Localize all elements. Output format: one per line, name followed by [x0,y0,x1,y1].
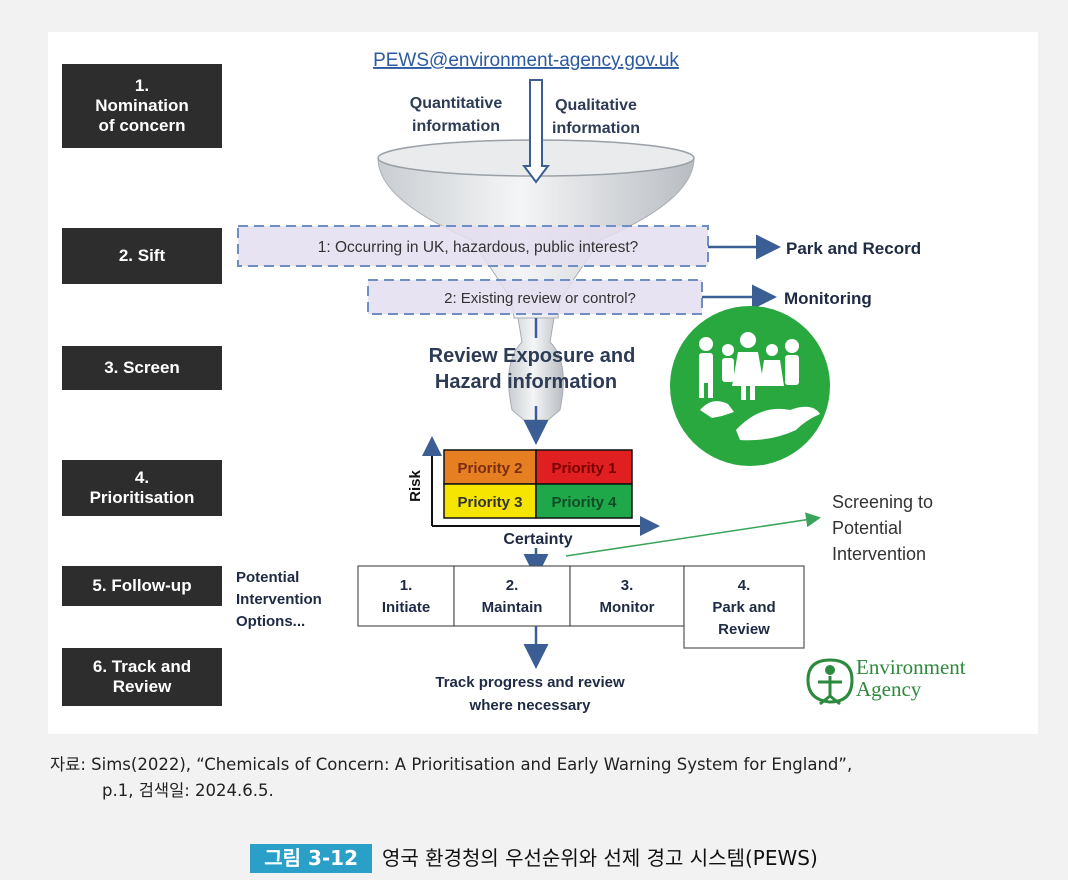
environment-agency-logo-text: Environment Agency [856,656,966,700]
sift-question-2 [367,279,703,315]
stage-follow-up: 5. Follow-up [62,566,222,606]
priority-3-cell [443,483,537,519]
track-text-1: Track progress and review [435,674,625,691]
option-1-number: 1. [400,577,413,594]
stage-screen: 3. Screen [62,346,222,390]
option-maintain [453,565,571,627]
sift-question-1 [237,225,709,267]
source-citation: 자료: Sims(2022), “Chemicals of Concern: A… [50,752,1040,804]
qualitative-label-1: Qualitative [555,97,637,114]
community-circle-icon [670,306,830,466]
option-2-number: 2. [506,577,519,594]
priority-2-label: Priority 2 [457,460,522,477]
certainty-axis-label: Certainty [503,531,572,548]
priority-4-cell [535,483,633,519]
priority-1-label: Priority 1 [551,460,616,477]
quantitative-label-2: information [412,118,500,135]
option-initiate [357,565,455,627]
stage-nomination: 1. Nomination of concern [62,64,222,148]
stage-track-review: 6. Track and Review [62,648,222,706]
logo-text-line-2: Agency [856,677,922,701]
source-line-1: 자료: Sims(2022), “Chemicals of Concern: A… [50,755,853,774]
option-4-label-1: Park and [712,599,775,616]
screening-note-1: Screening to [832,492,933,512]
option-monitor [569,565,685,627]
screening-note-2: Potential [832,518,902,538]
qualitative-label-2: information [552,120,640,137]
monitoring-label: Monitoring [784,289,872,308]
option-4-label-2: Review [718,621,770,638]
quantitative-label-1: Quantitative [410,95,503,112]
option-park-review [683,565,805,649]
sift-question-1-text: 1: Occurring in UK, hazardous, public in… [318,239,639,256]
option-1-label: Initiate [382,599,430,616]
risk-axis-label: Risk [407,470,424,502]
sift-question-2-text: 2: Existing review or control? [444,290,636,307]
options-lead-1: Potential [236,569,299,586]
stage-prioritisation: 4. Prioritisation [62,460,222,516]
source-line-2: p.1, 검색일: 2024.6.5. [102,781,274,800]
input-arrow [522,79,550,184]
figure-caption: 그림 3-12 영국 환경청의 우선순위와 선제 경고 시스템(PEWS) [0,842,1068,873]
option-2-label: Maintain [482,599,543,616]
screen-text-1: Review Exposure and [429,345,636,367]
priority-4-label: Priority 4 [551,494,617,511]
environment-agency-logo-icon [806,658,854,706]
pews-email-link[interactable]: PEWS@environment-agency.gov.uk [373,50,679,71]
priority-3-label: Priority 3 [457,494,522,511]
option-4-number: 4. [738,577,751,594]
logo-text-line-1: Environment [856,655,966,679]
option-3-number: 3. [621,577,634,594]
park-record-label: Park and Record [786,239,921,258]
options-lead-2: Intervention [236,591,322,608]
figure-title: 영국 환경청의 우선순위와 선제 경고 시스템(PEWS) [382,846,818,870]
screening-note-3: Intervention [832,544,926,564]
screening-arrow [565,512,821,557]
options-lead-3: Options... [236,613,305,630]
option-3-label: Monitor [600,599,655,616]
track-text-2: where necessary [469,697,592,714]
screen-text-2: Hazard information [435,371,617,393]
priority-2-cell [443,449,537,485]
stage-sift: 2. Sift [62,228,222,284]
figure-label-badge: 그림 3-12 [250,844,373,873]
